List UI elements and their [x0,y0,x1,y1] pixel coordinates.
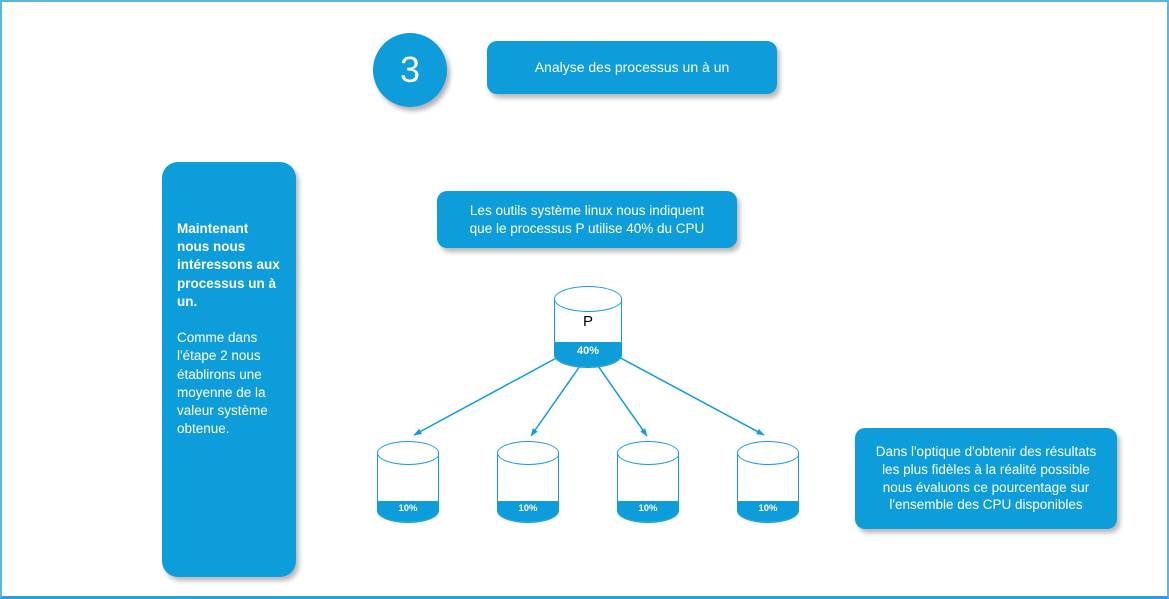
cpu-cylinder-4: 10% [737,441,799,523]
cpu-usage-band: 10% [498,501,558,522]
cpu-usage-percent: 10% [398,503,418,514]
right-note-text: Dans l'optique d'obtenir des résultats l… [875,443,1097,513]
cylinder-top-ellipse [738,442,798,465]
center-note-text: Les outils système linux nous indiquent … [469,202,705,236]
step-number-badge: 3 [373,33,447,107]
arrow-to-cpu-4 [614,354,765,436]
process-cylinder-usage-band: 40% [555,342,621,367]
process-cylinder-label: P [582,313,593,330]
arrow-to-cpu-1 [413,354,563,436]
left-note-bold-text: Maintenant nous nous intéressons aux pro… [177,221,280,309]
step-number: 3 [399,49,421,90]
step-title-box: Analyse des processus un à un [487,41,777,94]
left-note-body-text: Comme dans l'étape 2 nous établirons une… [177,330,268,437]
cylinder-top-ellipse [555,287,621,312]
cylinder-top-ellipse [378,442,438,465]
cpu-usage-band: 10% [378,501,438,522]
process-usage-percent: 40% [576,345,600,357]
right-note-box: Dans l'optique d'obtenir des résultats l… [855,428,1117,529]
process-cylinder: 40% P [554,286,622,368]
left-note-box: Maintenant nous nous intéressons aux pro… [162,162,296,577]
cpu-usage-band: 10% [738,501,798,522]
step-title: Analyse des processus un à un [534,59,730,76]
cpu-usage-percent: 10% [638,503,658,514]
cpu-cylinder-2: 10% [497,441,559,523]
arrow-to-cpu-3 [597,365,648,437]
cpu-cylinder-1: 10% [377,441,439,523]
cylinder-top-ellipse [498,442,558,465]
cylinder-top-ellipse [618,442,678,465]
arrow-to-cpu-2 [530,365,581,437]
cpu-usage-percent: 10% [518,503,538,514]
center-note-box: Les outils système linux nous indiquent … [437,191,737,248]
cpu-usage-band: 10% [618,501,678,522]
cpu-usage-percent: 10% [758,503,778,514]
cpu-cylinder-3: 10% [617,441,679,523]
